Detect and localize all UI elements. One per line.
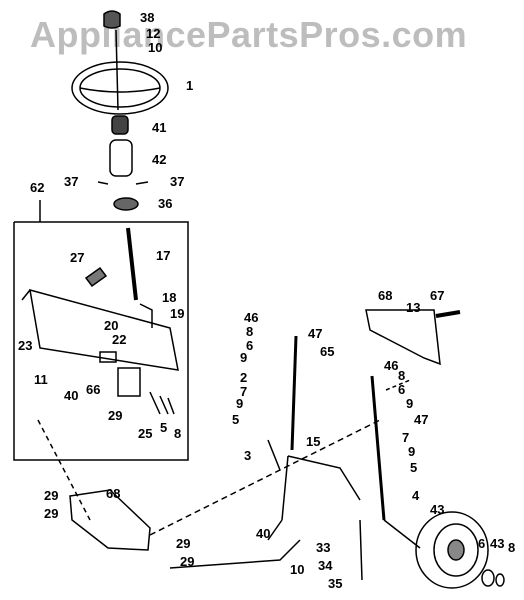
callout-25: 25 — [138, 426, 152, 441]
callout-42: 42 — [152, 152, 166, 167]
callout-8-right: 8 — [398, 368, 405, 383]
callout-3: 3 — [244, 448, 251, 463]
callout-37-right: 37 — [170, 174, 184, 189]
callout-40: 40 — [64, 388, 78, 403]
watermark: AppliancePartsPros.com — [30, 14, 468, 55]
callout-29-left-b: 29 — [44, 506, 58, 521]
callout-5-right: 5 — [410, 460, 417, 475]
callout-9-mid-2: 9 — [236, 396, 243, 411]
assembly-box — [13, 221, 189, 461]
callout-10-bottom: 10 — [290, 562, 304, 577]
callout-6-wheel: 6 — [478, 536, 485, 551]
callout-20: 20 — [104, 318, 118, 333]
callout-68-right: 68 — [378, 288, 392, 303]
callout-47-mid: 47 — [308, 326, 322, 341]
callout-35: 35 — [328, 576, 342, 591]
callout-10: 10 — [148, 40, 162, 55]
callout-5-mid: 5 — [232, 412, 239, 427]
callout-29-left-a: 29 — [44, 488, 58, 503]
bracket-left — [69, 489, 151, 551]
callout-47-right: 47 — [414, 412, 428, 427]
callout-7-mid: 7 — [240, 384, 247, 399]
callout-23: 23 — [18, 338, 32, 353]
spindle-left — [290, 335, 298, 451]
drag-link — [169, 539, 301, 569]
callout-34: 34 — [318, 558, 333, 573]
callout-1: 1 — [186, 78, 193, 93]
callout-43-wheel: 43 — [490, 536, 504, 551]
callout-8-wheel: 8 — [508, 540, 515, 555]
callout-7-right: 7 — [402, 430, 409, 445]
callout-62: 62 — [30, 180, 44, 195]
callout-13: 13 — [406, 300, 420, 315]
steering-shaft-upper — [115, 29, 119, 111]
callout-15: 15 — [306, 434, 320, 449]
callout-36: 36 — [158, 196, 172, 211]
callout-38: 38 — [140, 10, 154, 25]
callout-27: 27 — [70, 250, 84, 265]
callout-41: 41 — [152, 120, 166, 135]
steering-cap — [103, 10, 121, 29]
callout-12: 12 — [146, 26, 160, 41]
callout-29-bottom-b: 29 — [180, 554, 194, 569]
callout-33: 33 — [316, 540, 330, 555]
callout-9-mid: 9 — [240, 350, 247, 365]
callout-8: 8 — [174, 426, 181, 441]
diagram-drawing — [13, 10, 505, 589]
base-plate — [29, 288, 179, 371]
callout-11: 11 — [34, 372, 48, 387]
callout-2: 2 — [240, 370, 247, 385]
steering-shaft-lower — [126, 227, 138, 301]
hub — [111, 115, 129, 135]
callout-17: 17 — [156, 248, 170, 263]
steering-column — [109, 139, 133, 177]
callout-labels: 38 12 10 1 41 42 37 37 36 62 17 27 18 19… — [18, 10, 515, 591]
callout-6-mid: 6 — [246, 338, 253, 353]
callout-65: 65 — [320, 344, 334, 359]
callout-18: 18 — [162, 290, 176, 305]
callout-46-right: 46 — [384, 358, 398, 373]
front-wheel — [415, 511, 489, 589]
callout-29-bottom-a: 29 — [176, 536, 190, 551]
sector-gear — [84, 266, 108, 288]
callout-9-right-2: 9 — [408, 444, 415, 459]
bracket-right — [365, 309, 441, 366]
callout-6-right: 6 — [398, 382, 405, 397]
callout-43-top: 43 — [430, 502, 444, 517]
callout-4: 4 — [412, 488, 420, 503]
callout-66: 66 — [86, 382, 100, 397]
callout-46-mid: 46 — [244, 310, 258, 325]
callout-5: 5 — [160, 420, 167, 435]
callout-37-left: 37 — [64, 174, 78, 189]
spindle-right — [370, 375, 386, 521]
steering-wheel — [71, 61, 169, 115]
callout-22: 22 — [112, 332, 126, 347]
callout-9-right: 9 — [406, 396, 413, 411]
callout-67: 67 — [430, 288, 444, 303]
callout-68-left: 68 — [106, 486, 120, 501]
callout-29: 29 — [108, 408, 122, 423]
callout-8-mid: 8 — [246, 324, 253, 339]
column-bushing — [113, 197, 139, 211]
callout-40-bottom: 40 — [256, 526, 270, 541]
callout-19: 19 — [170, 306, 184, 321]
